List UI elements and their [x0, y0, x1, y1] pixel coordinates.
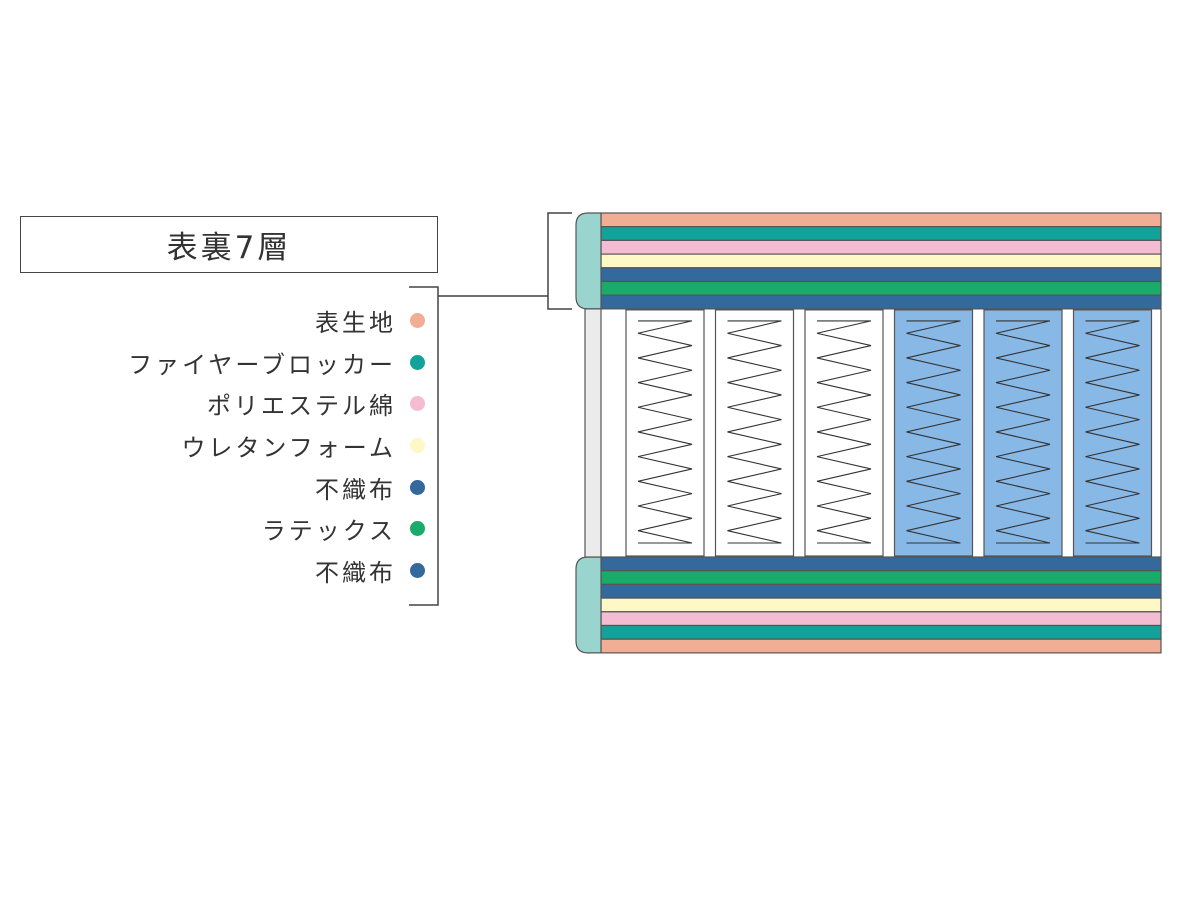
legend-item: ファイヤーブロッカー: [100, 342, 425, 384]
spring-coil: [637, 320, 693, 544]
top-layer-band: [600, 239, 1162, 255]
spring-coil: [727, 320, 782, 544]
bottom-layer-band: [600, 583, 1162, 599]
dot-icon: [410, 438, 425, 454]
legend-item: 不織布: [100, 466, 425, 508]
spring-coil: [816, 320, 872, 544]
spring-pocket: [893, 309, 974, 557]
side-edge: [584, 308, 602, 558]
dot-icon: [410, 313, 425, 329]
spring-coil: [995, 320, 1051, 544]
spring-coil: [906, 320, 961, 544]
dot-icon: [410, 396, 425, 412]
top-edge-cap: [575, 212, 602, 310]
diagram-title: 表裏7層: [166, 230, 292, 266]
legend-item: ウレタンフォーム: [100, 425, 425, 467]
spring-pocket: [625, 309, 705, 557]
legend-item: ラテックス: [100, 508, 425, 550]
top-layer-band: [600, 253, 1162, 269]
spring-coil: [1085, 320, 1140, 544]
top-layer-band: [600, 212, 1162, 228]
title-box: 表裏7層: [20, 216, 438, 273]
legend-label: ファイヤーブロッカー: [128, 350, 396, 379]
bottom-layer-band: [600, 624, 1162, 640]
legend-item: 表生地: [100, 300, 425, 342]
spring-pocket: [1072, 309, 1153, 557]
dot-icon: [410, 562, 425, 578]
bottom-layer-band: [600, 638, 1162, 654]
dot-icon: [410, 354, 425, 370]
legend-item: 不織布: [100, 550, 425, 592]
bottom-layer-band: [600, 556, 1162, 572]
legend-label: 不織布: [315, 475, 396, 504]
spring-pocket: [714, 309, 795, 557]
layer-bracket: [547, 212, 572, 310]
legend-label: ポリエステル綿: [207, 392, 396, 421]
legend-label: ラテックス: [261, 517, 396, 546]
top-layer-band: [600, 294, 1162, 310]
bottom-layer-band: [600, 611, 1162, 627]
bottom-edge-cap: [575, 556, 602, 654]
legend-label: 不織布: [315, 558, 396, 587]
bottom-layer-band: [600, 570, 1162, 586]
legend-label: 表生地: [315, 309, 396, 338]
top-layer-band: [600, 280, 1162, 296]
spring-pocket: [804, 309, 884, 557]
layer-legend: 表生地 ファイヤーブロッカー ポリエステル綿 ウレタンフォーム 不織布 ラテック…: [100, 300, 425, 591]
legend-label: ウレタンフォーム: [181, 434, 396, 463]
legend-bracket: [409, 286, 439, 606]
bottom-layer-band: [600, 597, 1162, 613]
dot-icon: [410, 521, 425, 537]
top-layer-band: [600, 226, 1162, 241]
legend-item: ポリエステル綿: [100, 383, 425, 425]
top-layer-band: [600, 267, 1162, 283]
dot-icon: [410, 479, 425, 495]
spring-pocket: [983, 309, 1063, 557]
